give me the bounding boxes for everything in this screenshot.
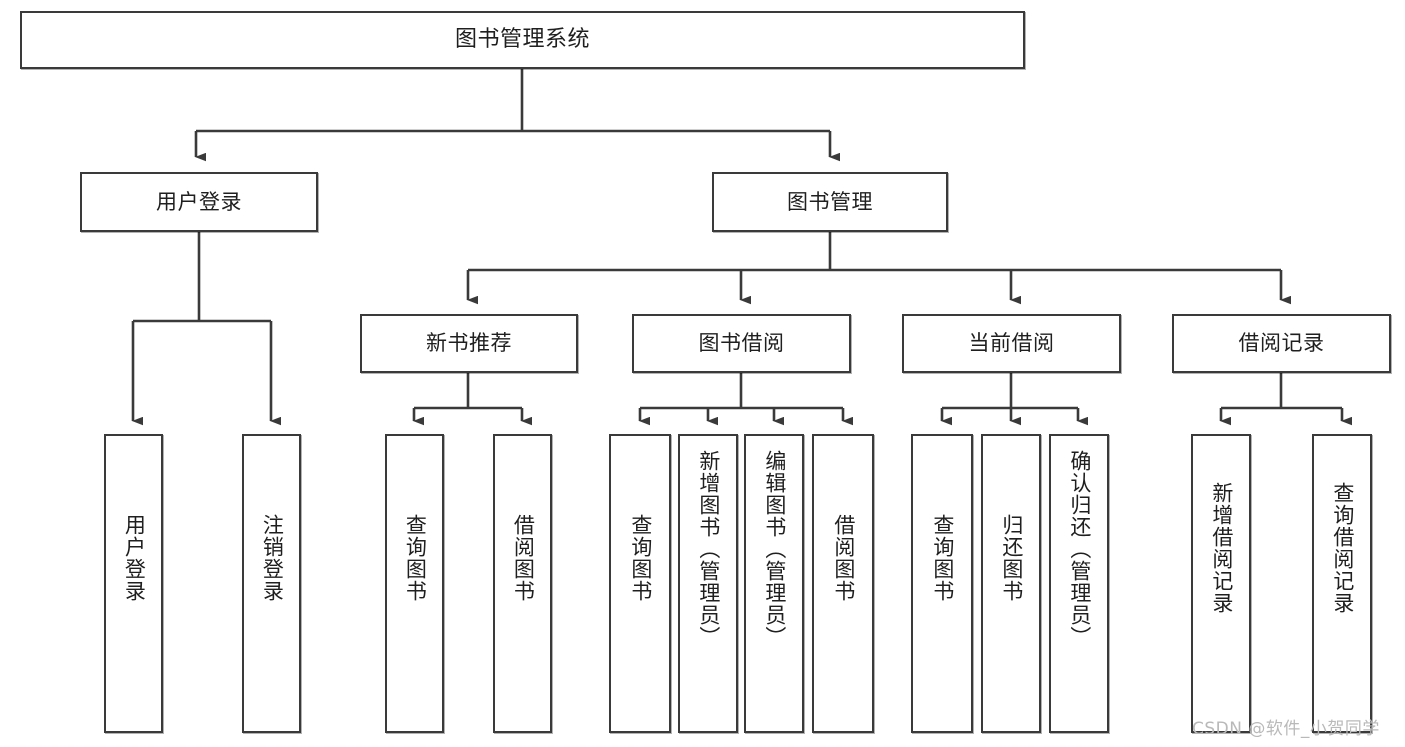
node-label: 归还图书 <box>999 514 1024 602</box>
node-root-system[interactable]: 图书管理系统 <box>20 11 1025 69</box>
node-new-book-recommend[interactable]: 新书推荐 <box>360 314 578 373</box>
node-label: 注销登录 <box>260 514 285 602</box>
leaf-borrow-book-new[interactable]: 借阅图书 <box>493 434 552 733</box>
leaf-edit-book-admin[interactable]: 编辑图书（管理员） <box>744 434 804 733</box>
node-label: 编辑图书（管理员） <box>762 450 787 648</box>
leaf-query-book-current[interactable]: 查询图书 <box>911 434 973 733</box>
leaf-borrow-book[interactable]: 借阅图书 <box>812 434 874 733</box>
leaf-logout[interactable]: 注销登录 <box>242 434 301 733</box>
node-borrow-record[interactable]: 借阅记录 <box>1172 314 1391 373</box>
node-current-borrow[interactable]: 当前借阅 <box>902 314 1121 373</box>
leaf-user-login[interactable]: 用户登录 <box>104 434 163 733</box>
node-book-management[interactable]: 图书管理 <box>712 172 948 232</box>
node-label: 查询图书 <box>628 514 653 602</box>
node-user-login[interactable]: 用户登录 <box>80 172 318 232</box>
node-label: 图书管理系统 <box>454 27 590 53</box>
node-label: 查询借阅记录 <box>1330 482 1355 614</box>
node-label: 用户登录 <box>122 514 147 602</box>
node-label: 图书管理 <box>787 189 873 214</box>
leaf-query-borrow-record[interactable]: 查询借阅记录 <box>1312 434 1372 733</box>
node-label: 当前借阅 <box>968 331 1055 356</box>
node-label: 确认归还（管理员） <box>1067 450 1092 648</box>
node-label: 借阅记录 <box>1238 331 1325 356</box>
node-label: 查询图书 <box>930 514 955 602</box>
node-label: 查询图书 <box>403 514 428 602</box>
node-label: 新增图书（管理员） <box>696 450 721 648</box>
leaf-query-book-new[interactable]: 查询图书 <box>385 434 444 733</box>
csdn-watermark: CSDN @软件_小贺同学 <box>1192 719 1380 739</box>
leaf-confirm-return-admin[interactable]: 确认归还（管理员） <box>1049 434 1109 733</box>
leaf-return-book[interactable]: 归还图书 <box>981 434 1041 733</box>
node-book-borrow[interactable]: 图书借阅 <box>632 314 851 373</box>
node-label: 用户登录 <box>156 189 242 214</box>
leaf-add-book-admin[interactable]: 新增图书（管理员） <box>678 434 738 733</box>
leaf-query-book-borrow[interactable]: 查询图书 <box>609 434 671 733</box>
node-label: 图书借阅 <box>698 331 785 356</box>
leaf-add-borrow-record[interactable]: 新增借阅记录 <box>1191 434 1251 733</box>
node-label: 新增借阅记录 <box>1209 482 1234 614</box>
node-label: 借阅图书 <box>831 514 856 602</box>
node-label: 新书推荐 <box>426 331 512 356</box>
node-label: 借阅图书 <box>511 514 536 602</box>
